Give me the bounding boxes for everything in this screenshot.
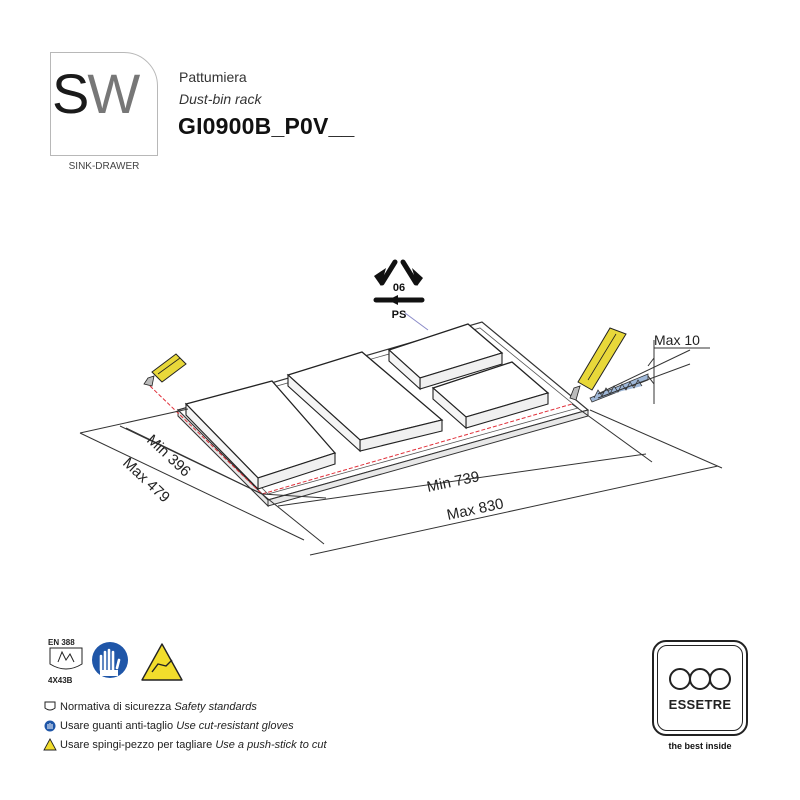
recycling-symbol-icon: 06 PS <box>373 259 425 321</box>
legend-item-gloves: Usare guanti anti-taglio Use cut-resista… <box>60 720 294 732</box>
legend-warning-bullet-icon <box>43 738 57 751</box>
push-stick-warning-icon <box>141 643 183 681</box>
legend-push-stick-en: Use a push-stick to cut <box>215 739 327 751</box>
bin-small-bottom-right <box>431 361 550 430</box>
max-thickness-label: Max 10 <box>654 332 700 348</box>
logo-caption: SINK-DRAWER <box>68 161 140 172</box>
recycling-material: PS <box>392 309 407 321</box>
bin-small-top-right <box>387 323 504 391</box>
essetre-logo-inner-frame <box>657 645 743 731</box>
product-code: GI0900B_P0V__ <box>178 113 355 139</box>
title-english: Dust-bin rack <box>179 91 262 107</box>
bin-large-left <box>184 380 337 491</box>
safety-standard-name: EN 388 <box>48 638 75 647</box>
legend-gloves-bullet-icon <box>44 720 56 732</box>
logo-letter-w: W <box>87 62 140 125</box>
legend-standard-bullet-icon <box>44 701 56 711</box>
brand-name: ESSETRE <box>668 697 732 712</box>
right-cutter-knife-icon <box>569 327 627 401</box>
max-width-label: Max 830 <box>445 495 505 524</box>
cut-line <box>149 385 573 495</box>
legend-push-stick-it: Usare spingi-pezzo per tagliare <box>60 739 213 751</box>
title-italian: Pattumiera <box>179 69 247 85</box>
min-width-label: Min 739 <box>425 468 481 496</box>
recycling-code: 06 <box>393 282 405 294</box>
essetre-logo-circles <box>669 668 731 690</box>
brand-tagline: the best inside <box>668 741 732 751</box>
thickness-dimension: Max 10 <box>597 332 710 404</box>
en388-glove-standard-icon <box>49 647 83 670</box>
material-leader-line <box>404 312 429 331</box>
bin-large-center <box>286 351 444 453</box>
legend-standards-it: Normativa di sicurezza <box>60 701 172 713</box>
legend-standards-en: Safety standards <box>174 701 257 713</box>
legend-gloves-en: Use cut-resistant gloves <box>176 720 294 732</box>
legend-item-standards: Normativa di sicurezza Safety standards <box>60 701 257 713</box>
cut-resistant-gloves-icon <box>92 642 128 678</box>
logo-frame <box>50 52 158 156</box>
legend-gloves-it: Usare guanti anti-taglio <box>60 720 174 732</box>
safety-standard-code: 4X43B <box>48 676 73 685</box>
logo-letter-s: S <box>52 62 89 125</box>
left-cutter-knife-icon <box>143 353 187 387</box>
essetre-logo-frame <box>652 640 748 736</box>
legend-item-push-stick: Usare spingi-pezzo per tagliare Use a pu… <box>60 739 327 751</box>
sw-logo: SW <box>52 66 152 122</box>
